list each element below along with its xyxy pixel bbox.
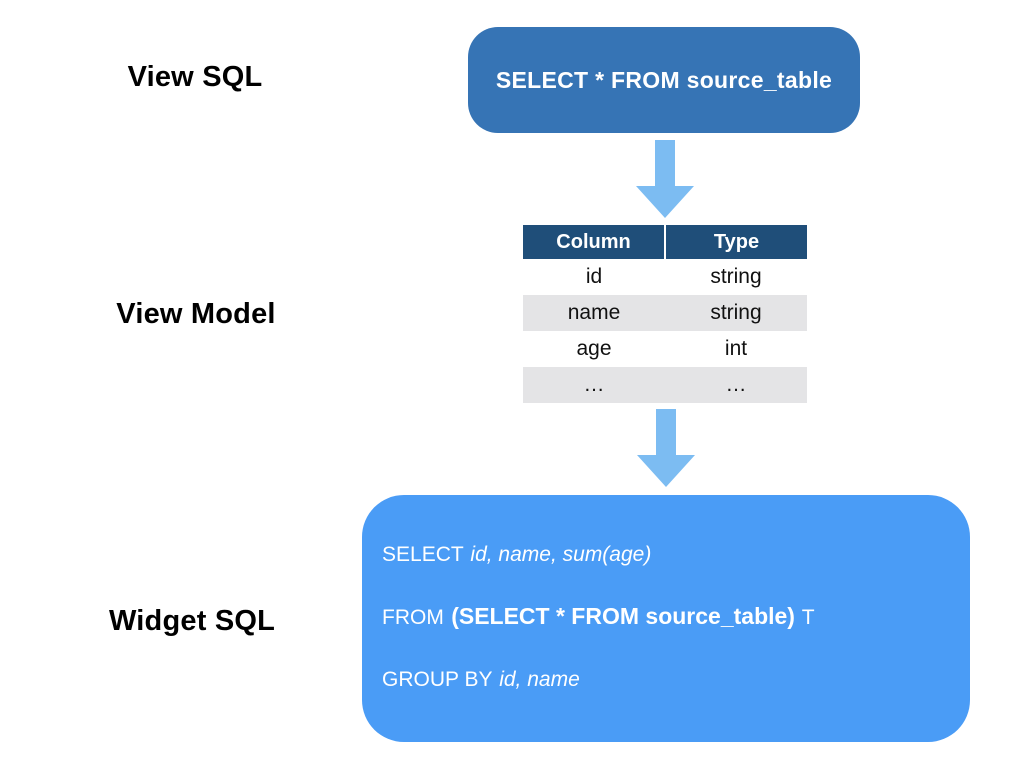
view-model-table: Column Type id string name string age in… — [523, 225, 807, 403]
sql-keyword: SELECT — [382, 543, 464, 566]
sql-alias: T — [801, 606, 815, 629]
table-cell-type: … — [725, 373, 747, 396]
sql-subquery: (SELECT * FROM source_table) — [451, 603, 795, 629]
widget-sql-select-line: SELECT id, name, sum(age) — [382, 543, 651, 567]
widget-sql-from-line: FROM (SELECT * FROM source_table) T — [382, 603, 815, 630]
table-header-column: Column — [523, 225, 666, 259]
table-row: … … — [523, 367, 807, 403]
label-view-sql: View SQL — [127, 61, 263, 93]
widget-sql-groupby-line: GROUP BY id, name — [382, 668, 580, 692]
table-row: name string — [523, 295, 807, 331]
table-cell-column: id — [585, 265, 603, 288]
view-sql-box: SELECT * FROM source_table — [468, 27, 860, 133]
table-cell-column: … — [583, 373, 605, 396]
sql-keyword: GROUP BY — [382, 668, 493, 691]
table-cell-column: name — [567, 301, 621, 324]
table-header-type: Type — [713, 230, 760, 253]
table-cell-type: int — [724, 337, 748, 360]
arrow-down-icon — [637, 409, 695, 487]
sql-keyword: FROM — [382, 606, 444, 629]
widget-sql-box: SELECT id, name, sum(age) FROM (SELECT * F… — [362, 495, 970, 742]
table-header-row: Column Type — [523, 225, 807, 259]
table-row: age int — [523, 331, 807, 367]
table-cell-type: string — [710, 301, 762, 324]
label-view-model: View Model — [116, 298, 276, 330]
arrow-down-icon — [636, 140, 694, 218]
sql-columns: id, name, sum(age) — [470, 543, 652, 566]
view-sql-text: SELECT * FROM source_table — [495, 66, 833, 93]
table-cell-type: string — [710, 265, 762, 288]
table-cell-column: age — [576, 337, 612, 360]
table-row: id string — [523, 259, 807, 295]
label-widget-sql: Widget SQL — [108, 605, 276, 637]
sql-columns: id, name — [499, 668, 580, 691]
